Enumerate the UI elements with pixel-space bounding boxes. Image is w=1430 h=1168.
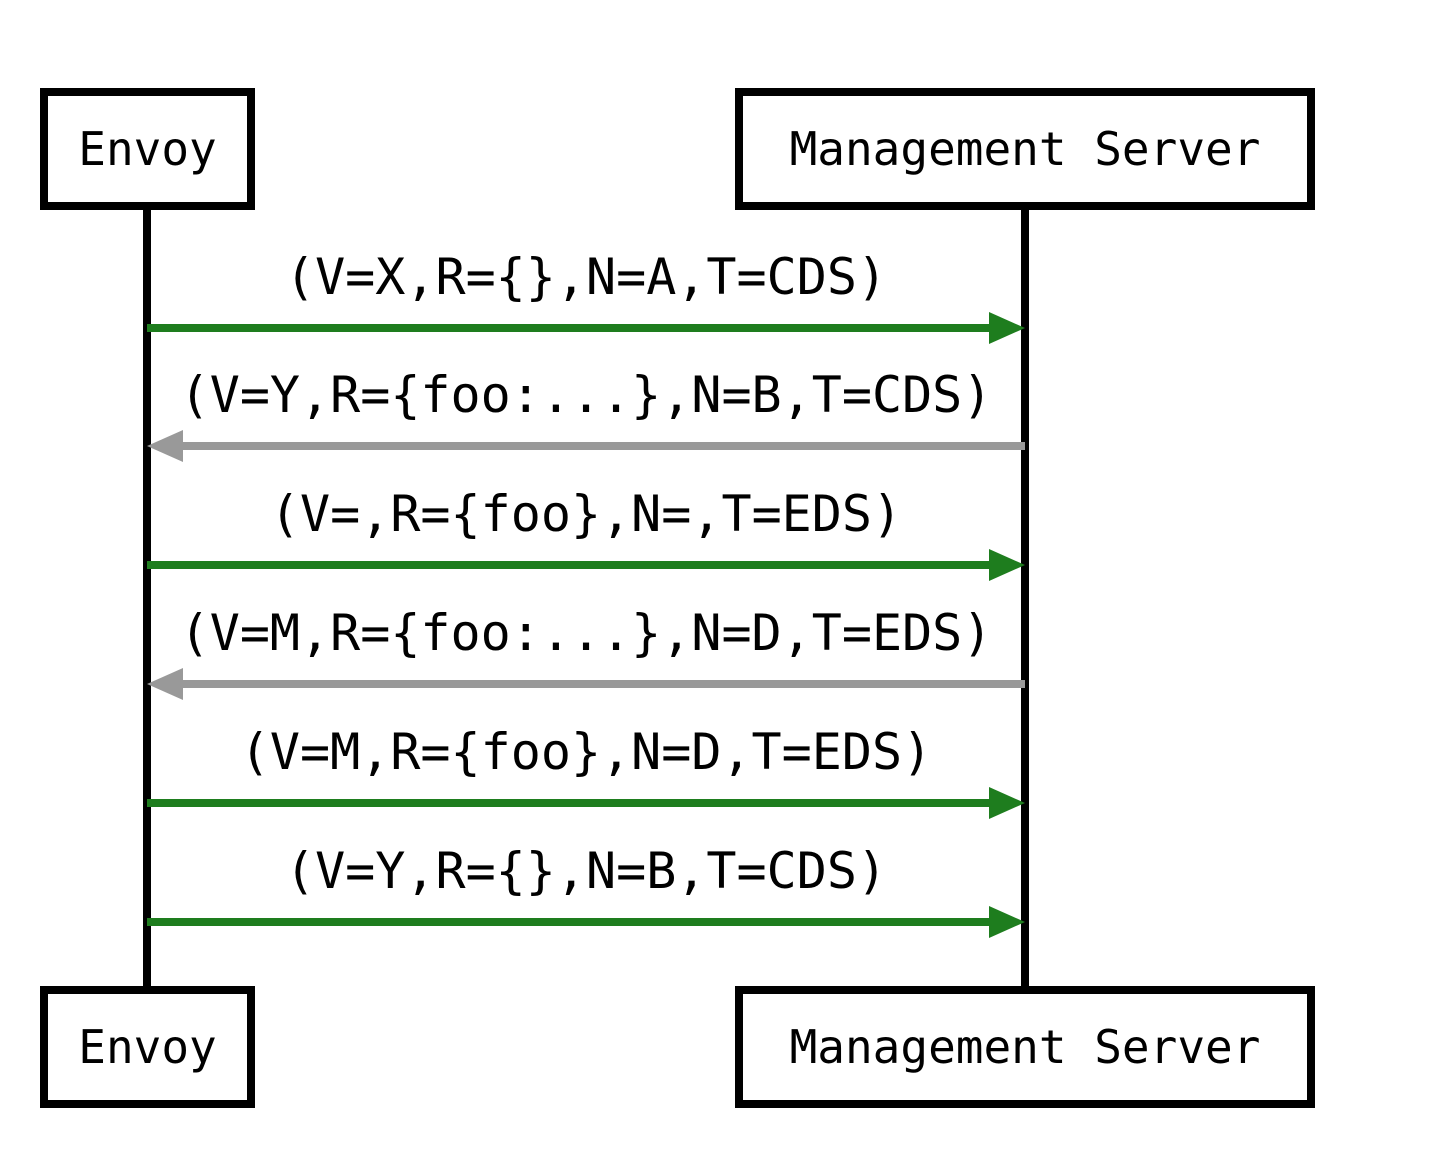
- message-arrow: [147, 312, 1025, 344]
- message-label: (V=Y,R={foo:...},N=B,T=CDS): [179, 366, 993, 424]
- message-arrow: [147, 430, 1025, 462]
- arrow-shaft: [147, 918, 989, 926]
- message-arrow: [147, 906, 1025, 938]
- message-row: (V=Y,R={foo:...},N=B,T=CDS): [147, 366, 1025, 462]
- message-row: (V=,R={foo},N=,T=EDS): [147, 485, 1025, 581]
- message-arrow: [147, 549, 1025, 581]
- arrowhead-icon: [989, 787, 1025, 819]
- message-arrow: [147, 668, 1025, 700]
- arrowhead-icon: [989, 906, 1025, 938]
- message-arrow: [147, 787, 1025, 819]
- message-label: (V=M,R={foo:...},N=D,T=EDS): [179, 604, 993, 662]
- arrowhead-icon: [989, 549, 1025, 581]
- actor-box-management-server-top: Management Server: [735, 88, 1315, 210]
- message-label: (V=X,R={},N=A,T=CDS): [284, 248, 888, 306]
- message-label: (V=Y,R={},N=B,T=CDS): [284, 842, 888, 900]
- arrowhead-icon: [147, 668, 183, 700]
- arrowhead-icon: [147, 430, 183, 462]
- actor-box-management-server-bottom: Management Server: [735, 986, 1315, 1108]
- message-row: (V=Y,R={},N=B,T=CDS): [147, 842, 1025, 938]
- lifeline-envoy: [143, 206, 151, 990]
- actor-label-management-server-bottom: Management Server: [789, 1020, 1261, 1074]
- actor-label-envoy-bottom: Envoy: [78, 1020, 217, 1074]
- arrowhead-icon: [989, 312, 1025, 344]
- actor-box-envoy-bottom: Envoy: [40, 986, 255, 1108]
- arrow-shaft: [147, 799, 989, 807]
- arrow-shaft: [147, 324, 989, 332]
- actor-box-envoy-top: Envoy: [40, 88, 255, 210]
- lifeline-management-server: [1021, 206, 1029, 990]
- arrow-shaft: [147, 561, 989, 569]
- message-row: (V=M,R={foo:...},N=D,T=EDS): [147, 604, 1025, 700]
- message-row: (V=X,R={},N=A,T=CDS): [147, 248, 1025, 344]
- arrow-shaft: [183, 442, 1025, 450]
- arrow-shaft: [183, 680, 1025, 688]
- actor-label-management-server-top: Management Server: [789, 122, 1261, 176]
- message-row: (V=M,R={foo},N=D,T=EDS): [147, 723, 1025, 819]
- message-label: (V=M,R={foo},N=D,T=EDS): [239, 723, 933, 781]
- message-label: (V=,R={foo},N=,T=EDS): [269, 485, 903, 543]
- actor-label-envoy-top: Envoy: [78, 122, 217, 176]
